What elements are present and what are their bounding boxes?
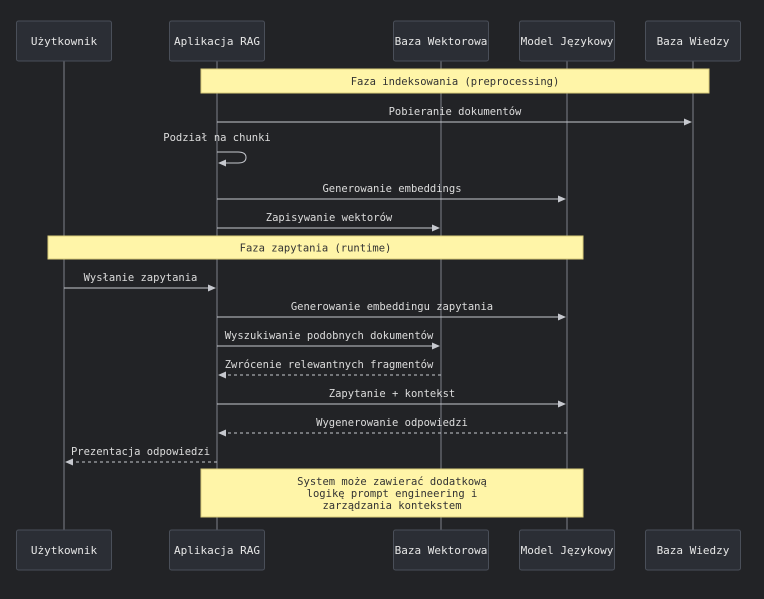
arrowhead (558, 400, 566, 408)
arrowhead (432, 224, 440, 232)
participant-label: Model Językowy (521, 544, 614, 557)
participant-kb-bottom: Baza Wiedzy (645, 529, 741, 571)
message-8: Zapytanie + kontekst (217, 388, 566, 408)
note-0: Faza indeksowania (preprocessing) (200, 68, 710, 94)
participant-app-bottom: Aplikacja RAG (169, 529, 265, 571)
participant-box (519, 20, 615, 62)
participant-box (393, 20, 489, 62)
message-5: Generowanie embeddingu zapytania (217, 301, 566, 321)
message-4: Wysłanie zapytania (64, 272, 216, 292)
note-1: Faza zapytania (runtime) (47, 235, 584, 260)
note-box (200, 68, 710, 94)
participant-box (169, 20, 265, 62)
note-box (200, 468, 584, 518)
participant-box (16, 20, 112, 62)
participant-label: Aplikacja RAG (174, 35, 260, 48)
participant-vec-bottom: Baza Wektorowa (393, 529, 489, 571)
participant-label: Aplikacja RAG (174, 544, 260, 557)
participant-box (519, 529, 615, 571)
message-label: Wysłanie zapytania (84, 272, 198, 284)
message-line (217, 151, 247, 164)
message-label: Wygenerowanie odpowiedzi (316, 417, 468, 429)
message-label: Generowanie embeddingu zapytania (291, 301, 493, 313)
note-text: logikę prompt engineering i (307, 488, 478, 500)
message-2: Generowanie embeddings (217, 183, 566, 203)
message-label: Zapytanie + kontekst (329, 388, 455, 400)
arrowhead (208, 284, 216, 292)
message-10: Prezentacja odpowiedzi (65, 446, 217, 466)
participant-label: Baza Wiedzy (657, 35, 730, 48)
message-3: Zapisywanie wektorów (217, 212, 440, 232)
participant-box (16, 529, 112, 571)
participant-llm-bottom: Model Językowy (519, 529, 615, 571)
participant-label: Model Językowy (521, 35, 614, 48)
participant-app-top: Aplikacja RAG (169, 20, 265, 62)
message-label: Pobieranie dokumentów (389, 106, 522, 118)
participant-label: Baza Wektorowa (395, 544, 488, 557)
note-text: Faza indeksowania (preprocessing) (351, 76, 560, 88)
message-9: Wygenerowanie odpowiedzi (218, 417, 567, 437)
participant-user-bottom: Użytkownik (16, 529, 112, 571)
participant-box (645, 20, 741, 62)
arrowhead (558, 313, 566, 321)
message-label: Podział na chunki (163, 132, 270, 144)
participant-label: Użytkownik (31, 35, 98, 48)
message-0: Pobieranie dokumentów (217, 106, 692, 126)
participant-user-top: Użytkownik (16, 20, 112, 62)
arrowhead (218, 159, 226, 167)
message-label: Generowanie embeddings (322, 183, 461, 195)
participant-box (645, 529, 741, 571)
message-1: Podział na chunki (163, 132, 271, 167)
arrowhead (218, 429, 226, 437)
participant-label: Użytkownik (31, 544, 98, 557)
message-label: Zwrócenie relewantnych fragmentów (225, 359, 434, 371)
participant-label: Baza Wiedzy (657, 544, 730, 557)
note-text: System może zawierać dodatkową (297, 476, 487, 488)
message-label: Wyszukiwanie podobnych dokumentów (225, 330, 434, 342)
arrowhead (684, 118, 692, 126)
participant-label: Baza Wektorowa (395, 35, 488, 48)
participant-box (393, 529, 489, 571)
note-box (47, 235, 584, 260)
arrowhead (65, 458, 73, 466)
message-label: Prezentacja odpowiedzi (71, 446, 210, 458)
note-text: zarządzania kontekstem (322, 500, 461, 512)
participant-box (169, 529, 265, 571)
message-label: Zapisywanie wektorów (266, 212, 393, 224)
arrowhead (218, 371, 226, 379)
message-7: Zwrócenie relewantnych fragmentów (218, 359, 441, 379)
participant-vec-top: Baza Wektorowa (393, 20, 489, 62)
arrowhead (432, 342, 440, 350)
arrowhead (558, 195, 566, 203)
message-6: Wyszukiwanie podobnych dokumentów (217, 330, 440, 350)
participant-llm-top: Model Językowy (519, 20, 615, 62)
participant-kb-top: Baza Wiedzy (645, 20, 741, 62)
note-text: Faza zapytania (runtime) (240, 243, 392, 255)
